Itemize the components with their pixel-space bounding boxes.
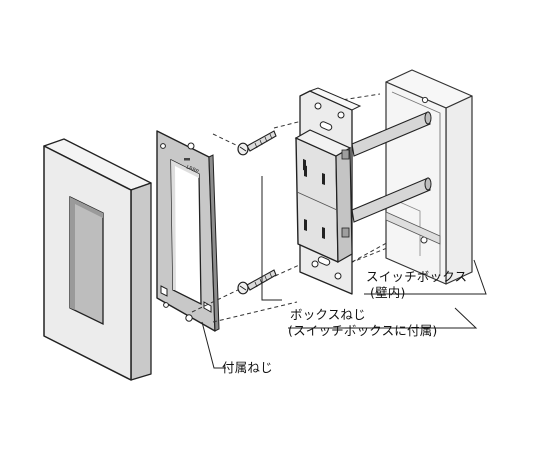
outlet-rear-bars (351, 111, 432, 223)
outlet-slot-lower-left (304, 219, 307, 231)
switch-box (385, 69, 473, 285)
outlet-slot-upper-left (304, 165, 307, 177)
box-screw-upper (237, 130, 277, 156)
switch-box-label: スイッチボックス (366, 269, 468, 284)
cover-plate (43, 138, 152, 381)
switch-box-note-label: (壁内) (370, 285, 406, 300)
outlet-receptacle (294, 87, 432, 295)
outlet-slot-lower-right (322, 227, 325, 239)
frame-opening (170, 158, 202, 306)
box-screw-label: ボックスねじ (290, 307, 366, 322)
frame-marking: LRBP (185, 164, 199, 175)
box-screw-note-label: (スイッチボックスに付属) (288, 323, 438, 338)
mounting-frame: LRBP (156, 130, 220, 332)
box-screw-lower (237, 269, 277, 295)
outlet-slot-upper-right (322, 173, 325, 185)
attached-screw-label: 付属ねじ (222, 360, 273, 375)
leader-lines (201, 176, 487, 369)
